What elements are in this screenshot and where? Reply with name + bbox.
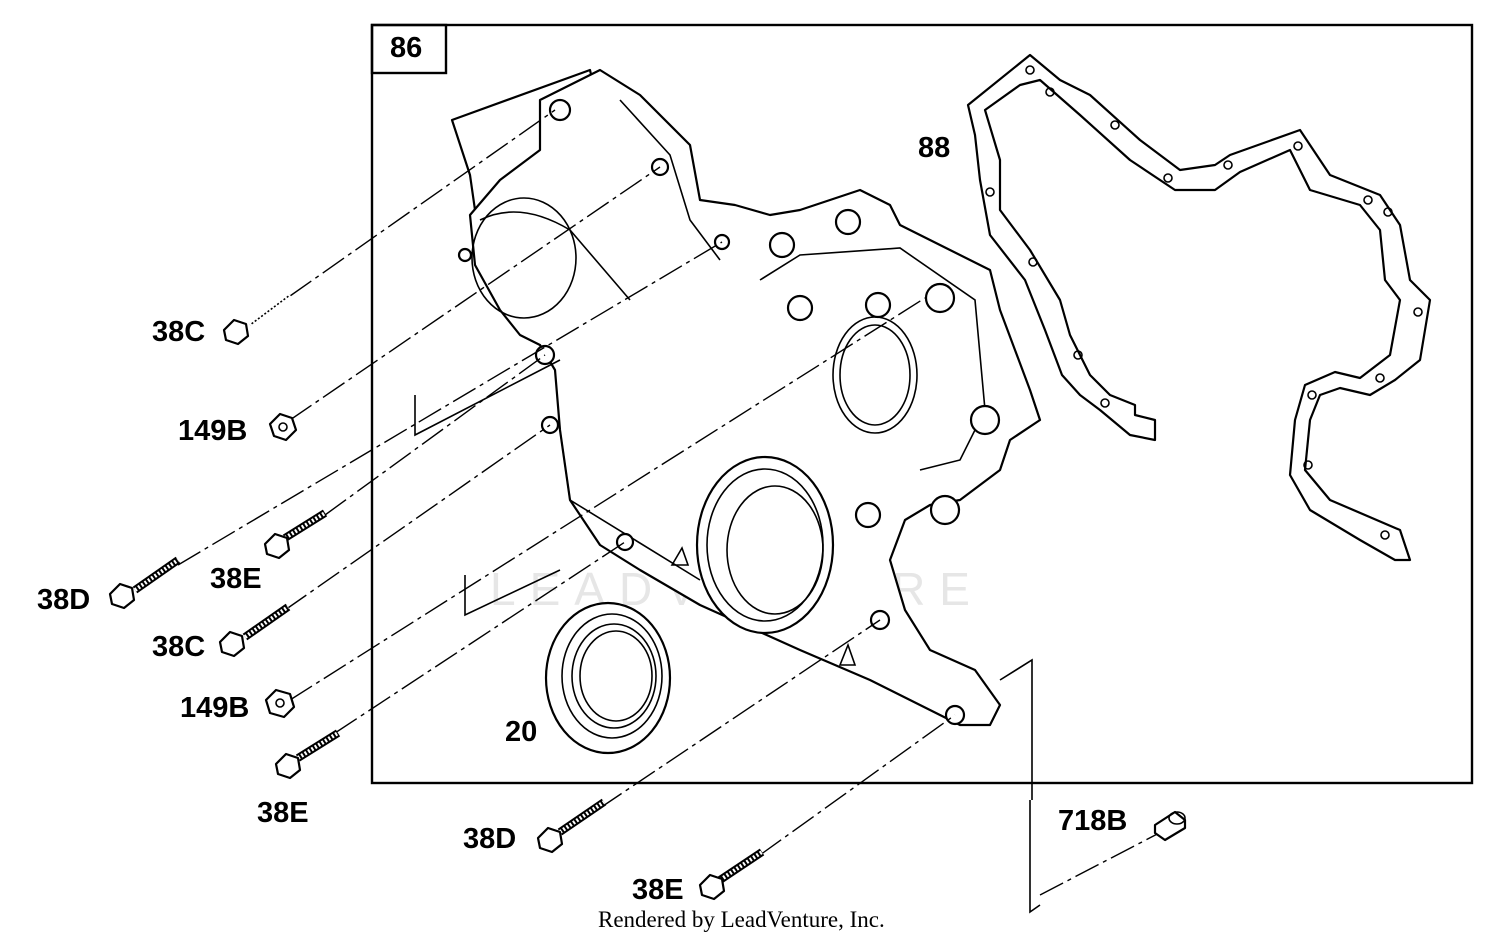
bolt-38e-upper[interactable] (263, 509, 328, 560)
callout-38e-upper: 38E (210, 563, 262, 595)
bolt-38c-mid[interactable] (218, 603, 291, 658)
assembly-label-box (370, 23, 448, 75)
callout-149b-mid: 149B (180, 692, 249, 724)
assembly-frame (370, 23, 1474, 785)
leader-lines (177, 109, 1166, 914)
callout-38d-left: 38D (37, 584, 90, 616)
oil-seal-part-20[interactable] (544, 601, 672, 755)
bolt-38d-left[interactable] (108, 556, 181, 610)
bolt-38e-lower[interactable] (274, 729, 341, 780)
bolt-38c-top[interactable] (222, 293, 292, 346)
callout-149b-top: 149B (178, 415, 247, 447)
callout-38c-mid: 38C (152, 631, 205, 663)
callout-20: 20 (505, 716, 537, 748)
nut-149b-mid[interactable] (264, 688, 296, 719)
callout-38e-bottom: 38E (632, 874, 684, 906)
crank-seal-bore (695, 455, 835, 635)
timing-cover-housing[interactable] (450, 68, 1042, 727)
dowel-pin-718b[interactable] (1153, 810, 1187, 842)
nut-149b-top[interactable] (268, 412, 298, 442)
callout-38e-lower: 38E (257, 797, 309, 829)
assembly-number-86: 86 (390, 32, 422, 64)
render-credit: Rendered by LeadVenture, Inc. (598, 907, 885, 932)
callout-88: 88 (918, 132, 950, 164)
gasket-part-88[interactable] (966, 53, 1432, 562)
callout-718b: 718B (1058, 805, 1127, 837)
callout-38d-bottom: 38D (463, 823, 516, 855)
bolt-38d-bottom[interactable] (536, 798, 607, 854)
callout-38c-top: 38C (152, 316, 205, 348)
bolt-38e-bottom[interactable] (698, 848, 765, 901)
